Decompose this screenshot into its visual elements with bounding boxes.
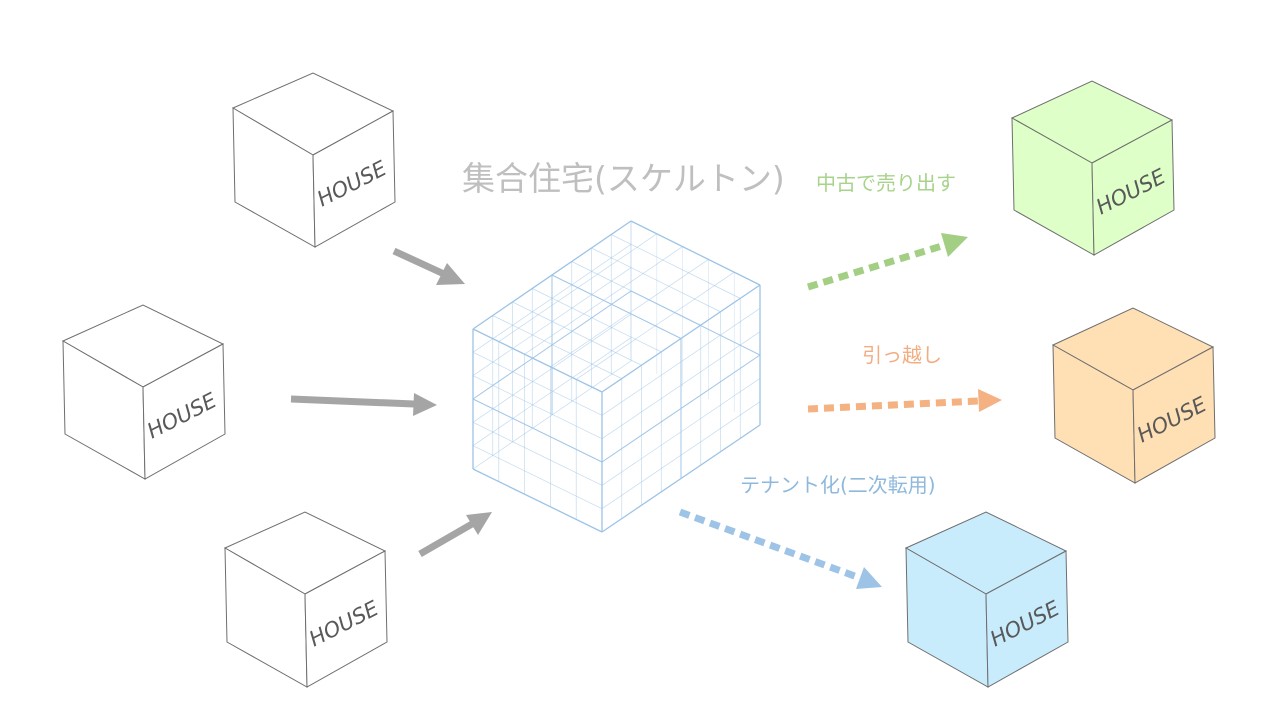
input-house-cube-1: HOUSE	[231, 72, 396, 248]
input-house-cube-3: HOUSE	[223, 511, 388, 688]
input-arrow-2	[290, 393, 437, 416]
output-arrow-green	[806, 233, 968, 291]
skeleton-building	[472, 220, 761, 533]
output-arrow-blue	[678, 508, 882, 589]
output-house-cube-blue: HOUSE	[904, 511, 1069, 688]
caption-moving: 引っ越し	[862, 343, 942, 367]
skeleton-title: 集合住宅(スケルトン)	[462, 159, 785, 198]
input-arrow-3	[418, 512, 492, 558]
caption-tenant: テナント化(二次転用)	[740, 473, 936, 497]
output-house-cube-green: HOUSE	[1010, 80, 1175, 256]
input-house-cube-2: HOUSE	[61, 304, 226, 480]
caption-resale: 中古で売り出す	[816, 171, 956, 195]
output-house-cube-orange: HOUSE	[1051, 307, 1216, 484]
input-arrow-1	[392, 247, 465, 285]
output-arrow-orange	[807, 389, 1002, 413]
